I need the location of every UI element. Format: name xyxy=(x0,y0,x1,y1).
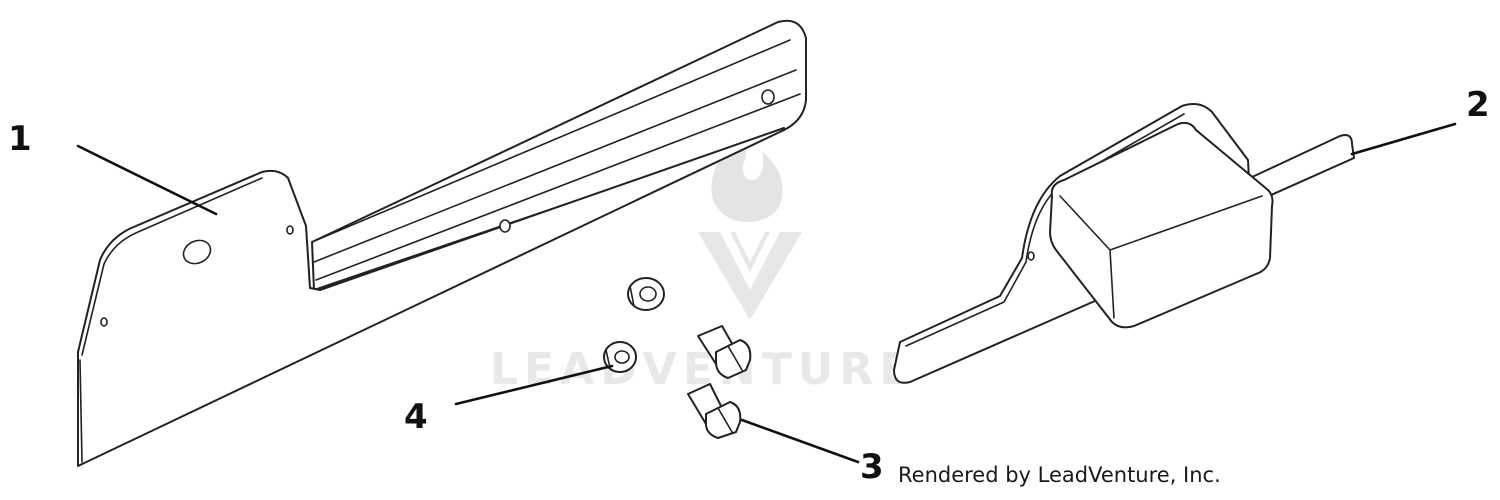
callout-4: 4 xyxy=(404,397,428,437)
bolt xyxy=(687,383,742,439)
bracket-hole-small xyxy=(286,225,294,235)
bracket-hole-end xyxy=(761,89,775,105)
callout-1: 1 xyxy=(8,119,32,159)
leader-line-3 xyxy=(740,418,860,464)
leader-line-4 xyxy=(454,364,614,406)
bumper-pad-front-face xyxy=(1059,195,1263,319)
watermark: LEADVENTURE xyxy=(490,118,915,395)
bracket-plate-edge xyxy=(79,177,263,463)
nut xyxy=(603,341,637,373)
bracket-slot-hole xyxy=(182,239,212,265)
part-3-bolts xyxy=(687,325,752,439)
bracket-hole-mid xyxy=(499,219,511,233)
part-4-nuts xyxy=(603,277,665,373)
bumper-bracket-hole xyxy=(1027,251,1035,261)
callout-3: 3 xyxy=(860,447,884,487)
part-1-bracket xyxy=(77,19,807,467)
render-credit: Rendered by LeadVenture, Inc. xyxy=(898,463,1221,487)
leader-lines xyxy=(76,122,1457,464)
part-2-bumper-assembly xyxy=(893,103,1355,384)
watermark-text: LEADVENTURE xyxy=(490,344,915,395)
bracket-flange-edge xyxy=(311,39,801,281)
bracket-main-plate xyxy=(77,127,785,467)
bumper-pad-block xyxy=(1049,121,1274,329)
bracket-hole-small xyxy=(100,317,108,327)
callout-2: 2 xyxy=(1466,85,1490,125)
bracket-top-flange xyxy=(311,19,807,291)
leader-line-1 xyxy=(76,144,218,216)
nut xyxy=(627,277,665,311)
bolt xyxy=(697,325,752,379)
leader-line-2 xyxy=(1350,122,1457,156)
